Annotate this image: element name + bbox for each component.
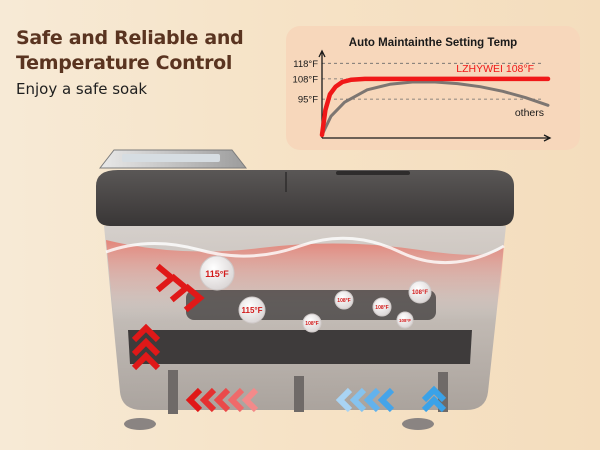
- leg-1: [168, 370, 178, 414]
- temp-bubble-5: 108°F: [408, 280, 432, 304]
- foot-right: [402, 418, 434, 430]
- svg-text:108°F: 108°F: [337, 298, 350, 304]
- headline-line-1: Safe and Reliable and: [16, 27, 244, 49]
- temperature-chart-card: Auto Maintainthe Setting Temp 118°F 108°F 9…: [286, 26, 580, 150]
- y-axis-arrow: [318, 49, 326, 58]
- hot-arrows-up: [131, 323, 161, 371]
- svg-text:115°F: 115°F: [205, 269, 229, 279]
- divider-band: [128, 330, 472, 364]
- temp-bubble-7: 108°F: [396, 311, 414, 329]
- cool-arrows-up: [421, 385, 447, 413]
- leg-2: [294, 376, 304, 412]
- temp-bubble-1: 115°F: [199, 255, 235, 291]
- temp-bubble-3: 108°F: [334, 290, 354, 310]
- y-tick-label: 108°F: [293, 74, 319, 85]
- headline: Safe and Reliable and Temperature Contro…: [16, 26, 244, 76]
- x-axis-arrow: [543, 134, 552, 142]
- hot-arrows-bottom: [185, 387, 259, 413]
- lid-latch: [336, 171, 410, 175]
- svg-text:108°F: 108°F: [305, 321, 318, 327]
- series-line-others: [320, 80, 550, 137]
- foot-left: [124, 418, 156, 430]
- y-tick-label: 95°F: [298, 95, 318, 106]
- series-line-brand: [319, 76, 551, 138]
- svg-text:115°F: 115°F: [242, 306, 263, 315]
- cool-arrows-bottom: [335, 387, 395, 413]
- svg-text:108°F: 108°F: [375, 305, 388, 311]
- subheadline: Enjoy a safe soak: [16, 80, 148, 98]
- svg-text:108°F: 108°F: [412, 290, 428, 296]
- temp-bubble-4: 108°F: [372, 297, 392, 317]
- water-surface: [105, 236, 505, 265]
- temp-bubble-6: 108°F: [302, 313, 322, 333]
- headline-line-2: Temperature Control: [16, 52, 233, 74]
- chart-title: Auto Maintainthe Setting Temp: [349, 37, 517, 49]
- temp-bubble-2: 115°F: [238, 296, 266, 324]
- series-label-others: others: [515, 107, 544, 119]
- series-label-brand: LZHYWEI 108°F: [456, 63, 534, 75]
- svg-text:108°F: 108°F: [399, 318, 411, 323]
- display-screen: [122, 154, 220, 162]
- hot-arrows-water: [155, 263, 205, 313]
- leg-3: [438, 372, 448, 412]
- device-lid: [96, 170, 514, 226]
- temperature-chart: Auto Maintainthe Setting Temp 118°F 108°F 9…: [293, 37, 552, 142]
- y-tick-label: 118°F: [293, 59, 318, 70]
